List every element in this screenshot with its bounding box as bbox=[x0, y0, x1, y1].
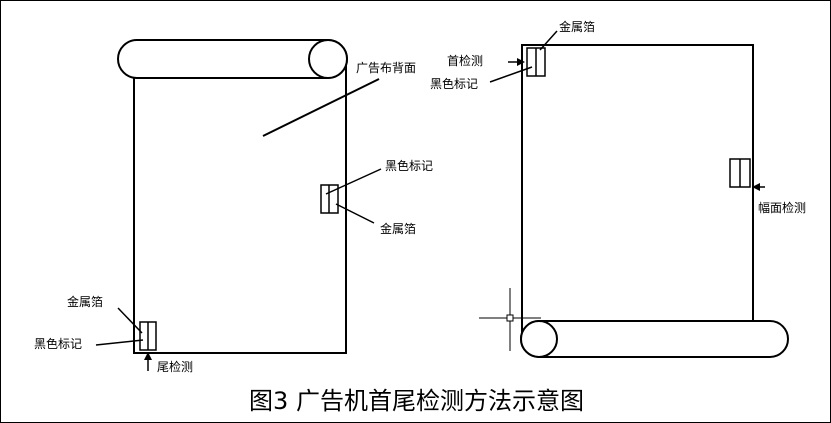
label-foil-bottom: 金属箔 bbox=[67, 295, 104, 309]
leader-foil-bottom bbox=[117, 307, 143, 334]
left-banner-sheet bbox=[133, 62, 347, 354]
tail-detect-arrowhead bbox=[144, 352, 152, 360]
leader-foil-mid bbox=[335, 203, 375, 224]
right-bottom-roller bbox=[520, 320, 789, 358]
label-black-mark-mid: 黑色标记 bbox=[385, 159, 434, 173]
leader-black-top bbox=[489, 66, 533, 83]
label-foil-top: 金属箔 bbox=[559, 20, 596, 34]
label-back: 广告布背面 bbox=[356, 61, 417, 75]
label-black-mark-top: 黑色标记 bbox=[430, 77, 479, 91]
label-width-detect: 幅面检测 bbox=[758, 201, 807, 215]
leader-back bbox=[262, 78, 380, 137]
head-detect-arrowhead bbox=[517, 58, 525, 66]
right-figure bbox=[479, 30, 789, 358]
width-detect-arrowhead bbox=[752, 183, 760, 191]
label-head-detect: 首检测 bbox=[447, 54, 484, 68]
right-banner-sheet bbox=[521, 44, 754, 342]
label-tail-detect: 尾检测 bbox=[157, 360, 194, 374]
leader-foil-top bbox=[539, 30, 558, 51]
label-black-mark-bottom: 黑色标记 bbox=[34, 337, 83, 351]
left-figure bbox=[95, 39, 382, 371]
left-top-roller-end bbox=[308, 39, 348, 79]
leader-black-bottom bbox=[95, 339, 144, 346]
crosshair-box bbox=[506, 314, 514, 322]
right-bottom-roller-end bbox=[520, 320, 558, 358]
label-foil-mid: 金属箔 bbox=[380, 222, 417, 236]
figure-caption: 图3 广告机首尾检测方法示意图 bbox=[249, 387, 584, 415]
leader-black-mid bbox=[325, 168, 382, 195]
